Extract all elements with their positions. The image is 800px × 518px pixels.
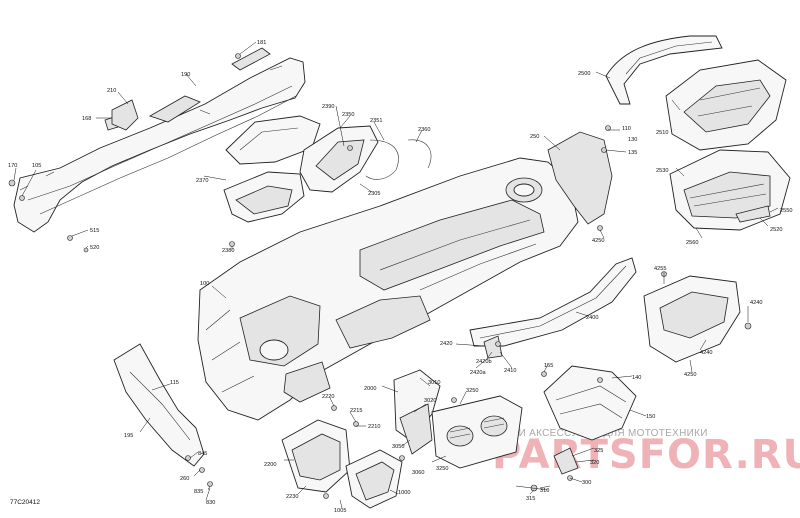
callout-4255: 4255 bbox=[654, 266, 666, 272]
callout-2420: 2420 bbox=[440, 341, 452, 347]
bracket-320 bbox=[553, 447, 579, 475]
callout-2000: 2000 bbox=[364, 386, 376, 392]
callout-835: 835 bbox=[194, 489, 203, 495]
callout-260: 260 bbox=[180, 476, 189, 482]
callout-168: 168 bbox=[82, 116, 91, 122]
callout-130: 130 bbox=[628, 137, 637, 143]
callout-110: 110 bbox=[622, 126, 631, 132]
callout-325: 325 bbox=[594, 448, 603, 454]
callout-2420b: 2420b bbox=[476, 359, 492, 365]
vent-grilles bbox=[446, 415, 508, 447]
callout-2420a: 2420a bbox=[470, 370, 486, 376]
callout-labels: 181 190 210 168 170 105 515 520 2370 238… bbox=[8, 40, 792, 514]
callout-1005: 1005 bbox=[334, 508, 346, 514]
callout-100: 100 bbox=[200, 281, 209, 287]
callout-830: 830 bbox=[206, 500, 215, 506]
callout-2350: 2350 bbox=[342, 112, 354, 118]
callout-140: 140 bbox=[632, 375, 641, 381]
callout-845: 845 bbox=[198, 451, 207, 457]
callout-2230: 2230 bbox=[286, 494, 298, 500]
upper-support-bar bbox=[13, 47, 306, 233]
callout-4250-upper: 4250 bbox=[592, 238, 604, 244]
callout-155: 155 bbox=[544, 363, 553, 369]
side-panel-195 bbox=[113, 343, 205, 467]
bracket-250 bbox=[547, 131, 613, 225]
callout-2305: 2305 bbox=[368, 191, 380, 197]
bolt-520 bbox=[83, 247, 89, 253]
callout-2520: 2520 bbox=[770, 227, 782, 233]
callout-2210: 2210 bbox=[368, 424, 380, 430]
callout-320: 320 bbox=[590, 460, 599, 466]
leader-lines bbox=[13, 41, 779, 509]
callout-300: 300 bbox=[582, 480, 591, 486]
callout-195: 195 bbox=[124, 433, 133, 439]
bracket-210 bbox=[111, 99, 139, 131]
callout-115: 115 bbox=[170, 380, 179, 386]
callout-310: 310 bbox=[540, 488, 549, 494]
callout-520: 520 bbox=[90, 245, 99, 251]
callout-3010: 3010 bbox=[428, 380, 440, 386]
callout-105: 105 bbox=[32, 163, 41, 169]
callout-2390: 2390 bbox=[322, 104, 334, 110]
grab-handle-2500 bbox=[605, 35, 723, 105]
bolt-170 bbox=[8, 179, 16, 187]
callout-181: 181 bbox=[257, 40, 266, 46]
callout-2351: 2351 bbox=[370, 118, 382, 124]
callout-1000: 1000 bbox=[398, 490, 410, 496]
bracket-150 bbox=[543, 365, 637, 441]
bolt-181 bbox=[235, 53, 241, 59]
ring-2351 bbox=[365, 139, 399, 180]
callout-2220: 2220 bbox=[322, 394, 334, 400]
callout-3250-lower: 3250 bbox=[436, 466, 448, 472]
callout-2400: 2400 bbox=[586, 315, 598, 321]
callout-315: 315 bbox=[526, 496, 535, 502]
callout-4240-right: 4240 bbox=[750, 300, 762, 306]
callout-3020: 3020 bbox=[424, 398, 436, 404]
callout-2500: 2500 bbox=[578, 71, 590, 77]
callout-2380: 2380 bbox=[222, 248, 234, 254]
callout-2200: 2200 bbox=[264, 462, 276, 468]
strap-2520 bbox=[735, 205, 771, 223]
callout-2370: 2370 bbox=[196, 178, 208, 184]
callout-250: 250 bbox=[530, 134, 539, 140]
figure-id: 77C20412 bbox=[10, 499, 40, 506]
callout-4250-lower: 4250 bbox=[684, 372, 696, 378]
callout-3050: 3050 bbox=[392, 444, 404, 450]
bolt-105 bbox=[19, 195, 25, 201]
center-bezel-3250 bbox=[431, 395, 523, 469]
callout-170: 170 bbox=[8, 163, 17, 169]
callout-3060: 3060 bbox=[412, 470, 424, 476]
callout-2510: 2510 bbox=[656, 130, 668, 136]
watermark-logo: PARTSFOR.RU bbox=[492, 432, 800, 478]
callout-2360: 2360 bbox=[418, 127, 430, 133]
callout-210: 210 bbox=[107, 88, 116, 94]
main-dashboard bbox=[197, 157, 579, 421]
callout-150: 150 bbox=[646, 414, 655, 420]
callout-2530: 2530 bbox=[656, 168, 668, 174]
callout-4240-bottom: 4240 bbox=[700, 350, 712, 356]
callout-3250: 3250 bbox=[466, 388, 478, 394]
callout-2215: 2215 bbox=[350, 408, 362, 414]
callout-2550: 2550 bbox=[780, 208, 792, 214]
callout-2410: 2410 bbox=[504, 368, 516, 374]
bolt-515 bbox=[67, 235, 73, 241]
clip-2360 bbox=[407, 139, 432, 169]
callout-190: 190 bbox=[181, 72, 190, 78]
callout-2560: 2560 bbox=[686, 240, 698, 246]
callout-515: 515 bbox=[90, 228, 99, 234]
callout-135: 135 bbox=[628, 150, 637, 156]
